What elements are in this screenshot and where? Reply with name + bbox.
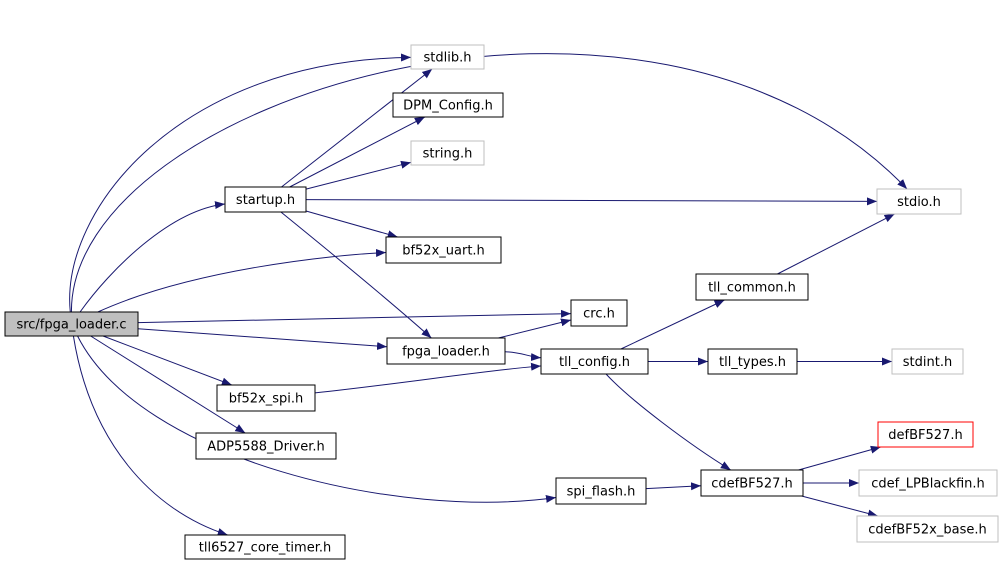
node-dpm_config_h[interactable]: DPM_Config.h — [392, 92, 504, 118]
edge-fpga_loader_c-to-adp5588_h — [90, 335, 246, 434]
node-box[interactable] — [392, 92, 504, 118]
edge-fpga_loader_h-to-crc_h — [498, 318, 572, 339]
node-box[interactable] — [695, 273, 809, 301]
edge-fpga_loader_c-to-spi_flash_h — [77, 335, 557, 503]
node-spi_flash_h[interactable]: spi_flash.h — [555, 477, 647, 505]
node-box[interactable] — [410, 44, 485, 70]
node-box[interactable] — [540, 348, 649, 375]
node-startup_h[interactable]: startup.h — [224, 186, 307, 213]
node-box[interactable] — [858, 469, 998, 497]
node-label: fpga_loader.h — [402, 345, 490, 360]
node-box[interactable] — [224, 186, 307, 213]
node-label: startup.h — [236, 193, 295, 208]
node-label: tll_common.h — [708, 281, 796, 296]
node-stdio_h[interactable]: stdio.h — [876, 188, 962, 215]
edge-startup_h-to-dpm_config_h — [289, 116, 426, 188]
edge-tll_config_h-to-tll_common_h — [620, 299, 725, 350]
edge-bf52x_spi_h-to-tll_config_h — [314, 362, 542, 394]
node-tll_types_h[interactable]: tll_types.h — [707, 348, 798, 375]
node-label: crc.h — [583, 307, 615, 322]
node-box[interactable] — [386, 337, 506, 365]
node-defbf527_h[interactable]: defBF527.h — [877, 421, 974, 448]
node-fpga_loader_h[interactable]: fpga_loader.h — [386, 337, 506, 365]
node-box[interactable] — [385, 236, 502, 264]
edge-fpga_loader_c-to-fpga_loader_h — [137, 328, 388, 351]
node-box[interactable] — [195, 432, 337, 460]
edge-fpga_loader_h-to-tll_config_h — [504, 351, 542, 362]
node-label: string.h — [423, 147, 473, 162]
node-fpga_loader_c[interactable]: src/fpga_loader.c — [4, 311, 139, 337]
node-box[interactable] — [216, 384, 316, 412]
node-label: tll6527_core_timer.h — [199, 541, 331, 556]
node-box[interactable] — [4, 311, 139, 337]
node-tll_common_h[interactable]: tll_common.h — [695, 273, 809, 301]
edge-cdefbf527_h-to-cdefbf52x_base_h — [801, 495, 879, 518]
node-box[interactable] — [570, 299, 628, 327]
edge-startup_h-to-bf52x_uart_h — [305, 210, 398, 239]
node-stdlib_h[interactable]: stdlib.h — [410, 44, 485, 70]
edge-fpga_loader_c-to-bf52x_uart_h — [97, 248, 387, 313]
node-bf52x_spi_h[interactable]: bf52x_spi.h — [216, 384, 316, 412]
node-stdint_h[interactable]: stdint.h — [891, 348, 964, 375]
node-label: tll_config.h — [559, 355, 630, 370]
edge-spi_flash_h-to-cdefbf527_h — [645, 482, 702, 491]
edge-fpga_loader_c-to-tll6527_h — [72, 335, 228, 536]
edge-tll_common_h-to-stdio_h — [777, 213, 895, 275]
node-label: cdefBF527.h — [711, 477, 793, 492]
node-cdefbf52x_base_h[interactable]: cdefBF52x_base.h — [856, 515, 999, 543]
node-box[interactable] — [555, 477, 647, 505]
edge-fpga_loader_c-to-crc_h — [137, 309, 572, 324]
node-label: src/fpga_loader.c — [16, 318, 126, 333]
node-label: ADP5588_Driver.h — [207, 440, 325, 455]
node-label: spi_flash.h — [567, 485, 636, 500]
node-cdefbf527_h[interactable]: cdefBF527.h — [700, 469, 804, 497]
edges-layer — [69, 53, 908, 536]
node-adp5588_h[interactable]: ADP5588_Driver.h — [195, 432, 337, 460]
node-box[interactable] — [876, 188, 962, 215]
edge-startup_h-to-fpga_loader_h — [280, 211, 432, 339]
node-label: bf52x_spi.h — [229, 392, 304, 407]
node-box[interactable] — [410, 140, 485, 166]
edge-tll_config_h-to-cdefbf527_h — [605, 373, 732, 471]
node-label: tll_types.h — [719, 355, 786, 370]
node-box[interactable] — [877, 421, 974, 448]
node-box[interactable] — [700, 469, 804, 497]
edge-startup_h-to-stdlib_h — [281, 68, 433, 188]
edge-fpga_loader_c-to-startup_h — [79, 201, 226, 313]
node-box[interactable] — [856, 515, 999, 543]
node-bf52x_uart_h[interactable]: bf52x_uart.h — [385, 236, 502, 264]
edge-cdefbf527_h-to-defbf527_h — [798, 445, 881, 471]
node-label: cdef_LPBlackfin.h — [871, 477, 985, 492]
node-box[interactable] — [707, 348, 798, 375]
node-box[interactable] — [184, 534, 346, 560]
node-label: stdio.h — [897, 195, 941, 210]
node-label: defBF527.h — [888, 428, 962, 443]
edge-startup_h-to-stdio_h — [305, 197, 878, 206]
node-crc_h[interactable]: crc.h — [570, 299, 628, 327]
node-label: stdint.h — [903, 355, 952, 370]
nodes-layer: src/fpga_loader.c startup.h bf52x_uart.hcr… — [4, 44, 999, 560]
node-label: stdlib.h — [424, 51, 472, 66]
node-tll_config_h[interactable]: tll_config.h — [540, 348, 649, 375]
edge-fpga_loader_c-to-stdio_h — [70, 53, 908, 313]
node-tll6527_h[interactable]: tll6527_core_timer.h — [184, 534, 346, 560]
node-label: bf52x_uart.h — [402, 244, 485, 259]
node-box[interactable] — [891, 348, 964, 375]
node-string_h[interactable]: string.h — [410, 140, 485, 166]
edge-fpga_loader_c-to-stdlib_h — [69, 53, 412, 313]
edge-fpga_loader_c-to-bf52x_spi_h — [102, 335, 233, 386]
node-label: DPM_Config.h — [403, 99, 493, 114]
node-cdef_lpblackfin_h[interactable]: cdef_LPBlackfin.h — [858, 469, 998, 497]
edge-startup_h-to-string_h — [305, 160, 412, 190]
node-label: cdefBF52x_base.h — [868, 523, 986, 538]
